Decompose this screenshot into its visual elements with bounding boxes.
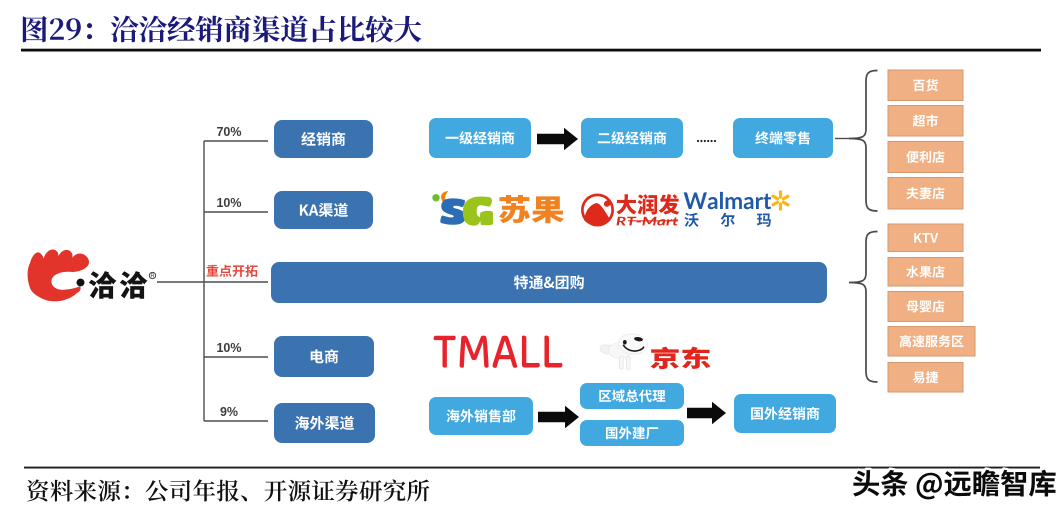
svg-text:R: R	[150, 274, 154, 280]
svg-text:9%: 9%	[220, 405, 238, 419]
svg-text:10%: 10%	[216, 196, 241, 210]
svg-text:10%: 10%	[216, 341, 241, 355]
svg-text:70%: 70%	[216, 125, 241, 139]
